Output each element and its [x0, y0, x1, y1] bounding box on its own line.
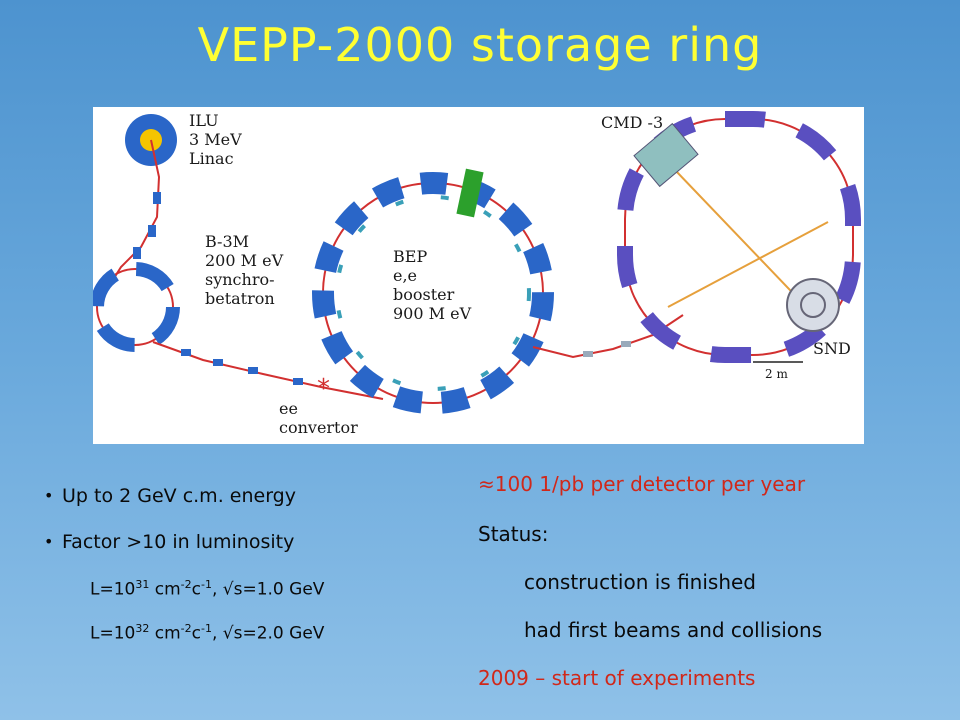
- snd-label: SND: [813, 339, 851, 358]
- accelerator-schematic: *: [93, 111, 861, 414]
- bep-lenses: [335, 195, 531, 391]
- bullet-luminosity: Factor >10 in luminosity: [44, 530, 296, 554]
- bep-rf-cavity: [456, 168, 484, 218]
- bep-magnets: [312, 172, 554, 414]
- status-heading: Status:: [478, 522, 549, 546]
- b3m-magnets: [93, 262, 180, 352]
- rate-text: ≈100 1/pb per detector per year: [478, 472, 806, 496]
- feature-list: Up to 2 GeV c.m. energy Factor >10 in lu…: [44, 484, 296, 576]
- cmd3-label: CMD -3: [601, 113, 664, 132]
- snd-detector: [786, 278, 840, 332]
- bullet-energy: Up to 2 GeV c.m. energy: [44, 484, 296, 508]
- experiments-start-text: 2009 – start of experiments: [478, 666, 756, 690]
- scale-label: 2 m: [765, 367, 788, 381]
- luminosity-formula-1: L=1031 cm-2c-1, √s=1.0 GeV: [90, 578, 325, 600]
- status-item-construction: construction is finished: [524, 570, 756, 594]
- luminosity-formula-2: L=1032 cm-2c-1, √s=2.0 GeV: [90, 622, 325, 644]
- cmd3-detector: [633, 122, 699, 188]
- page-title: VEPP-2000 storage ring: [197, 18, 763, 72]
- vepp-magnets: [617, 111, 861, 363]
- status-item-beams: had first beams and collisions: [524, 618, 823, 642]
- svg-text:*: *: [317, 374, 330, 404]
